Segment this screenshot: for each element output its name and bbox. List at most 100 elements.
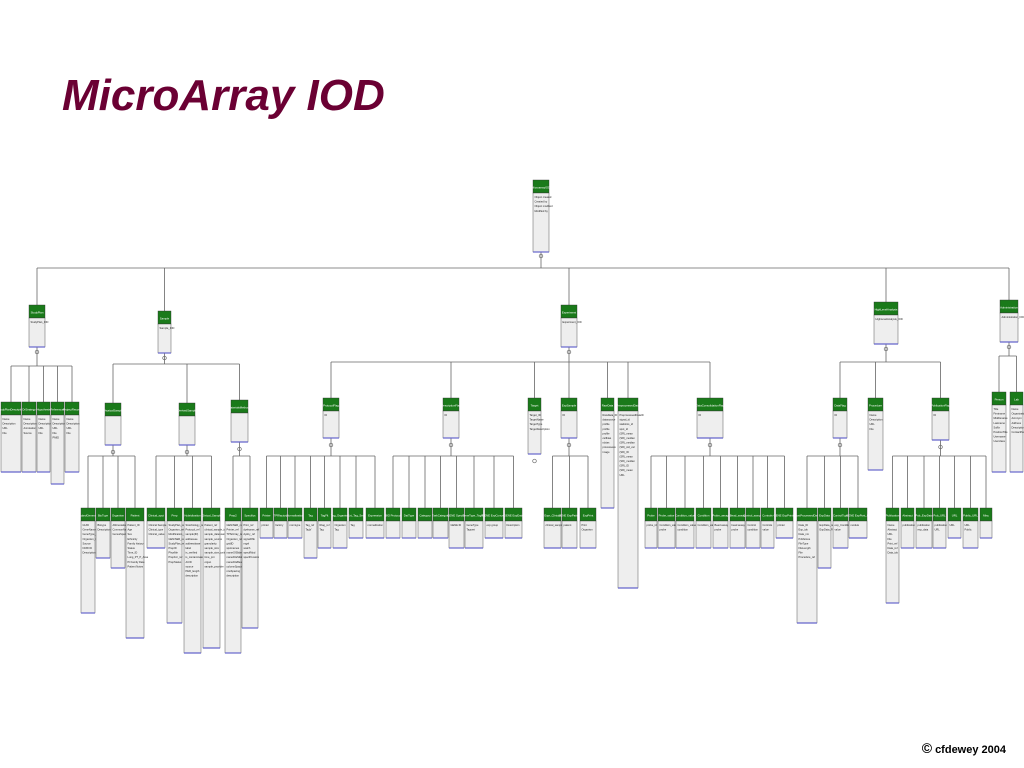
node-target: TargetTarget_IDTargetNameTargetTypeTarge…	[527, 397, 550, 455]
node-title: Expression	[368, 514, 382, 518]
copyright-symbol: ©	[921, 740, 933, 756]
node-field: Object created	[535, 195, 552, 199]
node-field: Print_ref	[244, 523, 254, 527]
node-field: Name	[24, 417, 31, 421]
node-field: columnSpacing	[227, 564, 245, 568]
node-field: File	[3, 431, 8, 435]
node-field: statistics_id	[620, 422, 634, 426]
node-drstrategy: DrStrategyNameDescriptionAnnotationSourc…	[21, 401, 37, 473]
node-field: Stoichiology_ref	[186, 523, 205, 527]
node-materialsmethods: MaterialsMethods	[228, 399, 251, 443]
node-field: Name	[1012, 407, 1019, 411]
node-expr-clinical: Expr_Clinical clinical_sample	[543, 507, 564, 549]
node-field: PositionTitle	[994, 430, 1009, 434]
node-field: ID	[563, 413, 566, 417]
node-title: MaterialsMethods	[228, 406, 251, 410]
node-field: Organism_ref	[83, 537, 99, 541]
node-field: description	[227, 574, 240, 578]
node-field: Lung_PT_P_Area	[128, 555, 149, 559]
node-field: StudyPlan_ref	[169, 541, 186, 545]
node-field: ID	[835, 413, 838, 417]
node-field: PvMetone	[799, 537, 811, 541]
node-title: StudyPlan	[31, 311, 44, 315]
node-field: URL	[620, 473, 626, 477]
node-field: URL	[53, 426, 59, 430]
node-field: Abstract	[888, 528, 898, 532]
node-title: Ext_Tag_Seq	[348, 514, 365, 518]
node-title: Condition_value	[675, 514, 696, 518]
node-title: Abstract	[902, 514, 912, 518]
node-title: Control_sample	[743, 514, 763, 518]
node-body	[417, 520, 433, 539]
node-field: Userclass	[994, 439, 1006, 443]
node-title: Expr_Clinical	[544, 514, 561, 518]
page-title: MicroArray IOD	[62, 71, 385, 120]
node-field: Organism	[335, 523, 346, 527]
node-publication: PublicationNameAbstractURLFilePrint_refD…	[886, 507, 900, 604]
copyright-footer: ©cfdewey 2004	[922, 740, 1006, 756]
node-field: Biotype	[98, 523, 107, 527]
node-studyplandescription: StudyPlanDescriptionNameDescriptionURLFi…	[0, 401, 25, 473]
node-preprocesseddata: PreprocessedDataPreprocessedDataIDsignal…	[616, 397, 644, 589]
node-field: value	[835, 528, 842, 532]
node-field: datasource	[603, 418, 616, 422]
node-title: Hybridization	[184, 514, 201, 518]
node-field: TargetType	[530, 422, 543, 426]
node-category: Category	[417, 507, 433, 539]
node-field: Bead assay	[715, 523, 729, 527]
node-field: Organization	[1012, 412, 1024, 416]
node-field: publication	[903, 523, 916, 527]
node-field: Organism	[582, 528, 593, 532]
node-title: ControlType	[833, 514, 849, 518]
node-field: addressee	[186, 537, 199, 541]
node-title: Misc	[983, 514, 989, 518]
node-field: sample_provider	[205, 564, 224, 568]
node-prep2: Prep2GEN/SER_refPrinter_refTPS/Array_ref…	[224, 507, 245, 654]
node-field: is_verified	[186, 551, 198, 555]
node-physicalsample: PhysicalSample	[103, 402, 123, 446]
node-field: signal_id	[620, 418, 631, 422]
node-field: Modified by	[535, 209, 549, 213]
node-field: PreprocessedDataID	[620, 413, 644, 417]
node-field: Target_ID	[530, 413, 541, 417]
node-field: Sample_IOD	[160, 326, 175, 330]
node-field: Source	[83, 541, 92, 545]
node-title: BIO Protocol	[385, 514, 401, 518]
node-field: description	[186, 574, 199, 578]
node-field: Acronym	[1012, 416, 1022, 420]
node-field: PhysMe	[169, 551, 179, 555]
node-field: clinical_sample	[546, 523, 564, 527]
node-field: printer	[778, 523, 785, 527]
node-field: Clinical_value	[149, 532, 166, 536]
node-title: Specifics	[244, 514, 256, 518]
node-field: gridID	[227, 541, 234, 545]
node-field: Ethnicity	[128, 537, 139, 541]
node-field: Clinical Sample ref	[149, 523, 171, 527]
node-derivedsample: DerivedSample	[177, 402, 197, 446]
node-field: ID	[445, 413, 448, 417]
node-field: Time_ID	[128, 551, 138, 555]
node-field: Data_ids	[888, 551, 899, 555]
node-field: Organism_ref	[227, 537, 243, 541]
node-field: File	[67, 431, 72, 435]
node-title: TaskCategory	[432, 514, 450, 518]
node-field: factory	[276, 523, 284, 527]
node-field: Condition_value	[660, 523, 679, 527]
node-field: Tagvert	[467, 528, 476, 532]
node-specifics: SpecificsPrint_refdyelsame_refdyeby_refs…	[241, 507, 259, 629]
node-field: rcbias	[603, 441, 611, 445]
